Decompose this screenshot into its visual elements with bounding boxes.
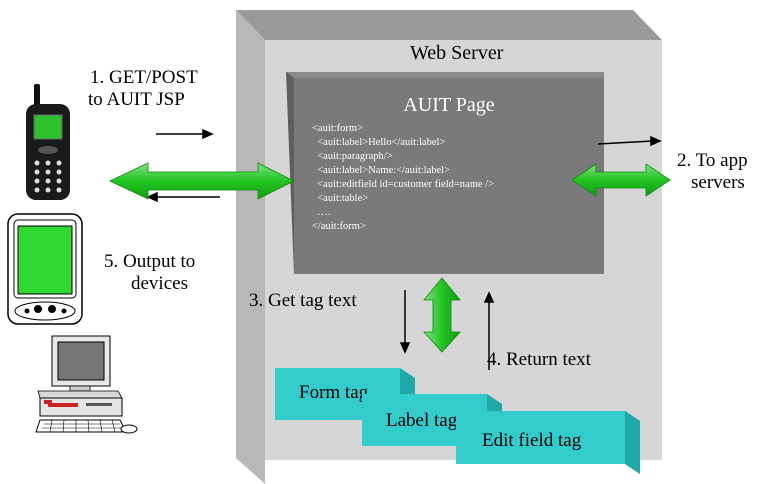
code-line: </auit:form> [312, 221, 366, 232]
code-line: <auit:label>Hello</auit:label> [312, 137, 446, 148]
auit-page-box [286, 72, 604, 274]
edit-field-tag-label-front: Edit field tag [482, 430, 582, 451]
thin-arrows [146, 128, 662, 370]
web-server-title: Web Server [410, 42, 504, 64]
auit-page-title: AUIT Page [403, 94, 495, 116]
form-tag-label: Form tag [299, 382, 369, 403]
label-tag-label-front: Label tag [386, 410, 458, 431]
step2-line1: 2. To app [677, 150, 748, 171]
step4-label: 4. Return text [487, 349, 591, 370]
green-arrow-devices [109, 162, 295, 200]
step2-line2: servers [691, 172, 745, 193]
step5-label: 5. Output to devices [104, 251, 195, 295]
code-line: <auit:table> [312, 193, 369, 204]
pda-icon [7, 213, 83, 325]
code-line: <auit:editfield id=customer field=name /… [312, 179, 495, 190]
code-line: <auit:label>Name:</auit:label> [312, 165, 450, 176]
green-arrow-vertical [423, 277, 461, 353]
code-line: …. [312, 207, 331, 218]
code-line: <auit:form> [312, 123, 363, 134]
auit-code-block: <auit:form> <auit:label>Hello</auit:labe… [312, 122, 494, 234]
step5-line1: 5. Output to [104, 251, 196, 272]
step3-label: 3. Get tag text [249, 290, 357, 311]
green-arrow-app-servers [571, 163, 671, 197]
step1-line2: to AUIT JSP [88, 89, 185, 110]
auit-page-panel: AUIT Page <auit:form> <auit:label>Hello<… [294, 78, 604, 274]
step1-label: 1. GET/POST to AUIT JSP [88, 67, 198, 111]
step2-label: 2. To app servers [677, 150, 748, 194]
mobile-phone-icon [26, 84, 70, 200]
code-line: <auit:paragraph/> [312, 151, 393, 162]
desktop-computer-icon [35, 335, 138, 434]
step5-line2: devices [131, 273, 188, 294]
step1-line1: 1. GET/POST [90, 67, 198, 88]
